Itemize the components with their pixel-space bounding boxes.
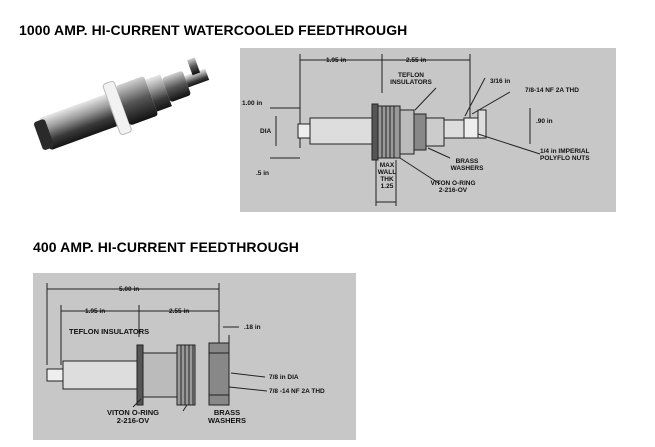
drawing-400-amp: 5.00 in 1.95 in 2.55 in TEFLON INSULATOR… <box>33 273 356 440</box>
dim-label: .90 in <box>536 118 553 125</box>
dim-label: 2.55 in <box>406 57 427 64</box>
drawing-400-amp-lines <box>46 283 268 412</box>
feedthrough-photo <box>34 57 210 150</box>
teflon-insulators-label: TEFLON INSULATORS <box>390 72 432 86</box>
drawing-1000-amp: 1.95 in 2.55 in TEFLON INSULATORS 3/16 i… <box>240 48 616 212</box>
dia-label: 7/8 in DIA <box>269 374 299 381</box>
max-wall-label: MAX WALL THK 1.25 <box>377 162 397 190</box>
dim-label: 1.00 in <box>242 100 263 107</box>
dim-label: .18 in <box>244 324 261 331</box>
polyflo-nuts-label: 1/4 in IMPERIAL POLYFLO NUTS <box>540 148 590 162</box>
section-1-title: 1000 AMP. HI-CURRENT WATERCOOLED FEEDTHR… <box>19 22 408 38</box>
dim-label: .5 in <box>256 170 270 177</box>
drawing-1000-amp-lines <box>270 54 541 206</box>
viton-oring-label: VITON O-RING 2-216-OV <box>107 408 159 425</box>
thread-label: 7/8-14 NF 2A THD <box>525 87 579 94</box>
teflon-insulators-label: TEFLON INSULATORS <box>69 327 150 336</box>
dim-label: 1.95 in <box>326 57 347 64</box>
dim-label: 1.95 in <box>85 308 106 315</box>
dim-label: 3/16 in <box>490 78 511 85</box>
dim-label: 2.55 in <box>169 308 190 315</box>
dim-label: 5.00 in <box>119 286 140 293</box>
section-2-title: 400 AMP. HI-CURRENT FEEDTHROUGH <box>33 239 300 255</box>
thread-label: 7/8 -14 NF 2A THD <box>269 388 325 395</box>
dia-label: DIA <box>260 128 272 135</box>
viton-oring-label: VITON O-RING 2-216-OV <box>430 180 476 194</box>
brass-washers-label: BRASS WASHERS <box>208 408 246 425</box>
brass-washers-label: BRASS WASHERS <box>450 158 484 172</box>
